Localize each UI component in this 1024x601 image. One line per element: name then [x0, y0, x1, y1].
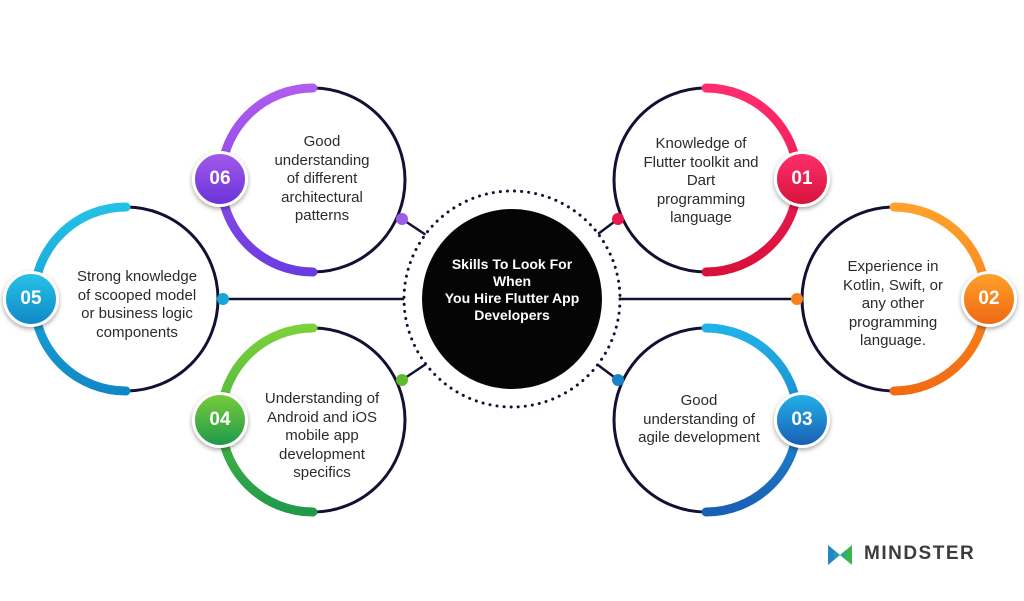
skill-text-05: Strong knowledge of scooped model or bus…	[58, 268, 216, 342]
skill-line: understanding of	[643, 410, 755, 428]
skill-line: Dart	[686, 172, 716, 189]
skill-line: language	[670, 209, 732, 226]
skill-line: patterns	[294, 207, 350, 224]
skill-line: Strong knowledge	[76, 268, 198, 285]
skill-line: Good	[303, 133, 341, 150]
skill-line: any other	[861, 295, 925, 312]
mindster-logo-icon	[828, 545, 852, 565]
skill-line: or business logic	[81, 305, 193, 322]
center-title-line: Skills To Look For	[451, 256, 573, 272]
badge-06: 06	[192, 151, 248, 207]
brand-logo: MINDSTER	[828, 543, 975, 565]
badge-05: 05	[3, 271, 59, 327]
dot-03	[612, 374, 624, 386]
brand-name: MINDSTER	[864, 543, 976, 564]
dot-02	[791, 293, 803, 305]
skill-text-01: Knowledge of Flutter toolkit and Dart pr…	[626, 135, 776, 228]
skill-line: architectural	[281, 188, 363, 206]
skill-line: Flutter toolkit and	[643, 153, 759, 171]
dot-05	[217, 293, 229, 305]
skill-line: understanding	[274, 151, 370, 169]
dot-01	[612, 213, 624, 225]
skill-line: programming	[848, 313, 938, 331]
center-title: Skills To Look For When You Hire Flutter…	[422, 256, 602, 324]
skill-text-04: Understanding of Android and iOS mobile …	[246, 390, 398, 483]
skill-line: Kotlin, Swift, or	[842, 276, 944, 294]
skill-line: mobile app	[285, 427, 359, 444]
skill-line: Knowledge of	[655, 135, 747, 152]
center-title-line: You Hire Flutter App	[444, 290, 580, 306]
center-disc	[422, 209, 602, 389]
badge-04: 04	[192, 392, 248, 448]
skill-line: Understanding of	[264, 390, 380, 407]
center-title-line: Developers	[474, 307, 550, 323]
skill-line: specifics	[293, 464, 351, 481]
skill-line: language.	[860, 332, 926, 349]
center-title-line: When	[492, 273, 532, 289]
badge-01: 01	[774, 151, 830, 207]
dot-04	[396, 374, 408, 386]
skill-line: components	[96, 323, 178, 341]
skill-line: agile development	[638, 429, 760, 446]
dot-06	[396, 213, 408, 225]
skill-text-06: Good understanding of different architec…	[252, 133, 392, 226]
badge-02: 02	[961, 271, 1017, 327]
skill-line: of scooped model	[77, 286, 197, 304]
skill-line: programming	[656, 190, 746, 208]
skill-text-03: Good understanding of agile development	[624, 392, 774, 448]
badge-03: 03	[774, 392, 830, 448]
skill-line: Experience in	[847, 258, 939, 275]
skill-line: Android and iOS	[266, 408, 378, 426]
skill-line: Good	[680, 392, 718, 409]
skill-line: development	[279, 445, 365, 463]
skill-text-02: Experience in Kotlin, Swift, or any othe…	[818, 258, 968, 351]
skill-line: of different	[286, 170, 358, 187]
